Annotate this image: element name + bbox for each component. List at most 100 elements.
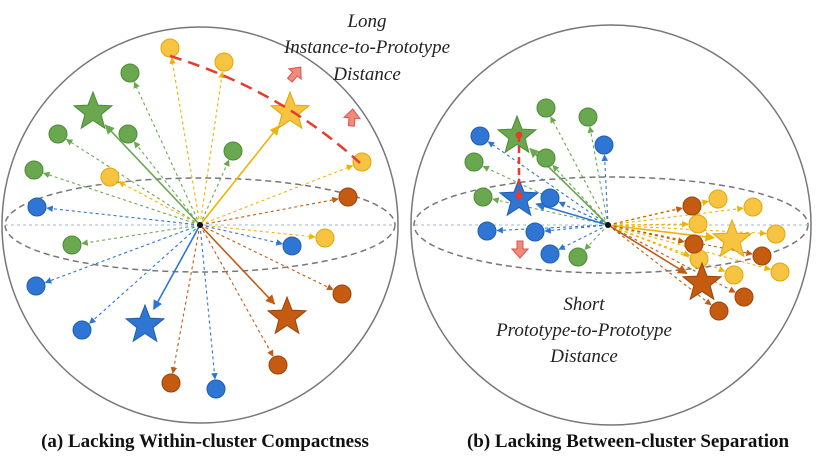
yellow-instance-node — [743, 197, 763, 217]
orange-instance-node — [684, 234, 704, 254]
green-edge — [133, 81, 201, 226]
blue-prototype-star-icon — [124, 303, 166, 343]
annotation-a-line2: Instance-to-Prototype — [283, 37, 450, 58]
green-edge — [482, 165, 609, 226]
sphere-b — [410, 24, 812, 426]
yellow-edge — [607, 224, 767, 237]
yellow-instance-node — [214, 52, 234, 72]
blue-instance-node — [282, 236, 302, 256]
blue-edge — [46, 205, 201, 226]
orange-edge — [199, 224, 274, 357]
endpoint-dot — [515, 192, 523, 200]
orange-instance-node — [709, 301, 729, 321]
yellow-edge — [607, 205, 744, 226]
blue-instance-node — [540, 244, 560, 264]
blue-edge — [544, 224, 609, 234]
yellow-instance-node — [688, 214, 708, 234]
blue-edge — [496, 224, 609, 234]
blue-edge — [89, 224, 201, 324]
annotation-b-line3: Distance — [549, 346, 618, 367]
equator-a — [4, 177, 396, 273]
up-arrow-icon — [286, 66, 302, 83]
blue-edge — [152, 224, 201, 311]
green-instance-node — [48, 124, 68, 144]
nodes-b — [464, 98, 790, 321]
green-instance-node — [62, 235, 82, 255]
blue-edge — [535, 201, 609, 226]
yellow-edge — [607, 220, 689, 228]
origin-a — [197, 222, 203, 228]
green-edge — [133, 141, 201, 226]
blue-instance-node — [72, 320, 92, 340]
blue-edge — [601, 154, 609, 226]
annotation-b-line1: Short — [563, 294, 605, 315]
green-instance-node — [536, 148, 556, 168]
yellow-prototype-star-icon — [269, 90, 311, 130]
orange-instance-node — [161, 373, 181, 393]
green-instance-node — [578, 107, 598, 127]
yellow-edge — [118, 181, 201, 226]
blue-edge — [199, 224, 283, 246]
yellow-edge — [199, 224, 316, 240]
caption-b: (b) Lacking Between-cluster Separation — [467, 431, 790, 452]
green-instance-node — [120, 63, 140, 83]
blue-edge — [558, 201, 609, 226]
blue-instance-node — [26, 276, 46, 296]
yellow-instance-node — [770, 262, 790, 282]
caption-a: (a) Lacking Within-cluster Compactness — [41, 431, 369, 452]
green-edge — [584, 224, 609, 251]
nodes-a — [24, 38, 372, 399]
orange-instance-node — [268, 355, 288, 375]
blue-instance-node — [206, 379, 226, 399]
green-edge — [81, 224, 201, 246]
blue-instance-node — [540, 188, 560, 208]
orange-instance-node — [752, 246, 772, 266]
orange-edge — [199, 196, 339, 226]
panel-a: Long Instance-to-Prototype Distance (a) … — [1, 11, 450, 452]
orange-edge — [170, 224, 201, 374]
orange-edge — [607, 206, 683, 226]
up-arrow-icon — [342, 108, 362, 127]
origin-b — [605, 222, 611, 228]
yellow-instance-node — [724, 265, 744, 285]
orange-instance-node — [338, 187, 358, 207]
blue-edge — [487, 141, 609, 226]
blue-edge — [199, 224, 218, 380]
panel-b: Short Prototype-to-Prototype Distance (b… — [410, 24, 812, 452]
down-arrow-icon — [510, 240, 530, 259]
yellow-edge — [199, 71, 225, 226]
long-distance-line — [169, 54, 361, 164]
orange-instance-node — [682, 196, 702, 216]
green-edge — [587, 126, 609, 226]
green-instance-node — [223, 141, 243, 161]
yellow-edge — [169, 57, 201, 226]
orange-edge — [199, 224, 334, 291]
green-edge — [550, 116, 609, 226]
orange-instance-node — [332, 284, 352, 304]
sphere-a — [1, 26, 399, 424]
yellow-instance-node — [100, 167, 120, 187]
endpoint-dot — [515, 131, 523, 139]
annotation-a-line3: Distance — [332, 64, 401, 85]
blue-instance-node — [525, 222, 545, 242]
green-instance-node — [118, 124, 138, 144]
blue-instance-node — [27, 197, 47, 217]
yellow-edge — [199, 125, 280, 226]
blue-instance-node — [594, 135, 614, 155]
orange-edge — [607, 224, 688, 275]
blue-instance-node — [477, 221, 497, 241]
green-instance-node — [568, 247, 588, 267]
yellow-instance-node — [315, 228, 335, 248]
yellow-instance-node — [766, 224, 786, 244]
yellow-instance-node — [708, 189, 728, 209]
yellow-instance-node — [160, 38, 180, 58]
green-instance-node — [536, 98, 556, 118]
green-edge — [104, 124, 201, 226]
annotation-a-line1: Long — [346, 11, 386, 32]
green-instance-node — [24, 160, 44, 180]
edges-a — [42, 57, 354, 380]
orange-prototype-star-icon — [681, 261, 723, 301]
green-prototype-star-icon — [72, 90, 114, 130]
yellow-instance-node — [352, 152, 372, 172]
